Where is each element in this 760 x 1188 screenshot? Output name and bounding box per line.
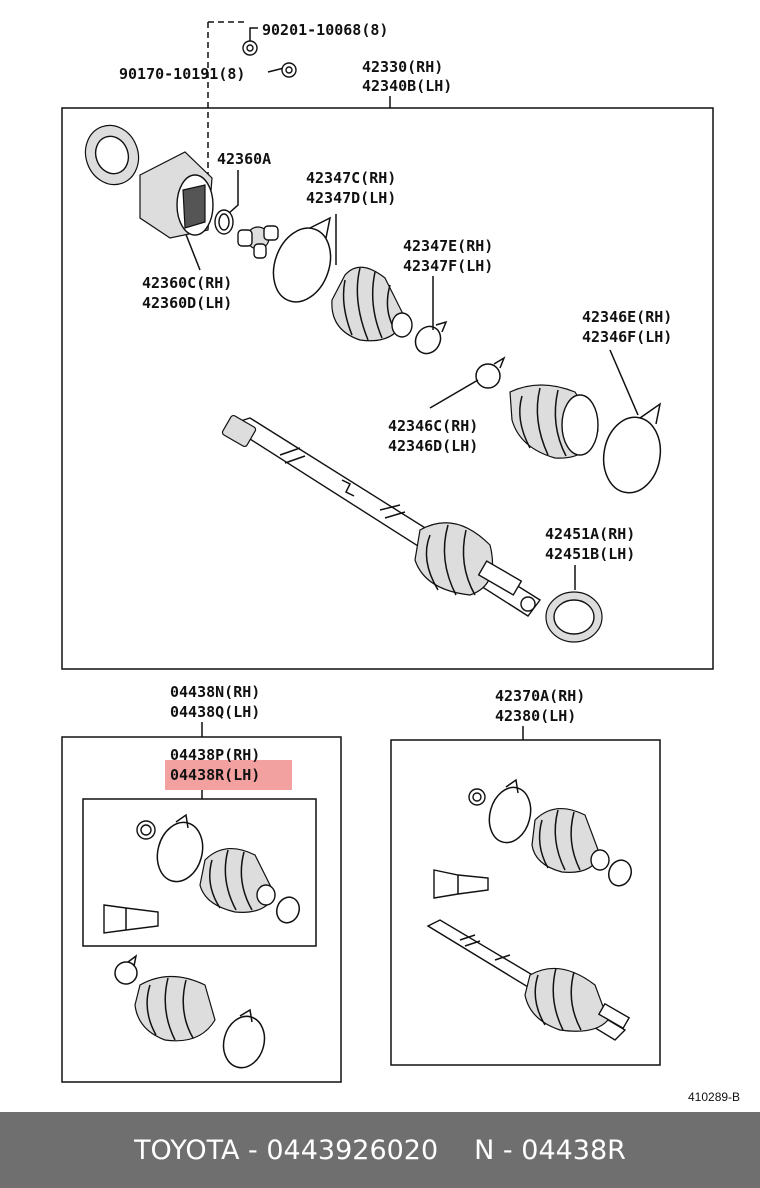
kit-grease-tube-icon bbox=[103, 904, 159, 934]
label-bolt: 90201-10068(8) bbox=[262, 21, 388, 39]
kit-snap-ring-icon bbox=[136, 820, 156, 840]
main-assembly-frame bbox=[61, 107, 714, 670]
dust-cover-icon bbox=[84, 124, 140, 186]
label-main-lh: 42340B(LH) bbox=[362, 77, 452, 95]
label-04438P: 04438P(RH) bbox=[170, 746, 260, 764]
label-nut: 90170-10191(8) bbox=[119, 65, 245, 83]
footer-catalog-number: N - 04438R bbox=[474, 1134, 626, 1166]
kit-outboard-boot-icon bbox=[134, 976, 216, 1042]
kit-small-clamp-icon bbox=[114, 954, 138, 985]
leader-42360C bbox=[184, 231, 201, 271]
label-42360D: 42360D(LH) bbox=[142, 294, 232, 312]
shaft-assembly-frame bbox=[390, 739, 661, 1066]
assy-boot-icon bbox=[531, 808, 610, 873]
label-42346D: 42346D(LH) bbox=[388, 437, 478, 455]
bolt-icon bbox=[242, 40, 258, 56]
nut-icon bbox=[281, 62, 297, 78]
boot-clamp-large-icon bbox=[272, 216, 332, 303]
kit-outboard-clamp-icon bbox=[222, 1008, 266, 1069]
label-42370A: 42370A(RH) bbox=[495, 687, 585, 705]
boot-clamp-small-icon bbox=[414, 320, 448, 355]
label-42347D: 42347D(LH) bbox=[306, 189, 396, 207]
joint-housing-icon bbox=[139, 151, 214, 239]
figure-reference: 410289-B bbox=[688, 1090, 740, 1104]
label-42360C: 42360C(RH) bbox=[142, 274, 232, 292]
kit-clamp-small-icon bbox=[275, 896, 301, 924]
label-42346E: 42346E(RH) bbox=[582, 308, 672, 326]
leader-42346E bbox=[609, 349, 639, 416]
label-42451B: 42451B(LH) bbox=[545, 545, 635, 563]
leader-nut bbox=[267, 67, 285, 73]
leader-bolt bbox=[249, 27, 258, 45]
assy-drive-shaft-icon bbox=[426, 919, 631, 1041]
outboard-clamp-large-icon bbox=[602, 402, 662, 494]
label-42346C: 42346C(RH) bbox=[388, 417, 478, 435]
assy-grease-tube-icon bbox=[433, 869, 489, 899]
leader-42346C bbox=[429, 379, 479, 409]
assy-clamp-large-icon bbox=[488, 778, 532, 844]
tripod-joint-icon bbox=[237, 225, 279, 259]
label-42347E: 42347E(RH) bbox=[403, 237, 493, 255]
kit-clamp-large-icon bbox=[156, 813, 204, 883]
dust-seal-icon bbox=[545, 591, 603, 643]
parts-diagram: 90201-10068(8) 90170-10191(8) 42330(RH) … bbox=[61, 21, 740, 1104]
label-04438Q: 04438Q(LH) bbox=[170, 703, 260, 721]
snap-ring-icon bbox=[214, 209, 234, 235]
label-42360A: 42360A bbox=[217, 150, 271, 168]
label-42347C: 42347C(RH) bbox=[306, 169, 396, 187]
leader-42360A bbox=[227, 170, 239, 215]
label-42380: 42380(LH) bbox=[495, 707, 576, 725]
assy-snap-ring-icon bbox=[468, 788, 486, 806]
assy-clamp-small-icon bbox=[607, 859, 633, 887]
outboard-clamp-small-icon bbox=[475, 356, 506, 389]
inboard-boot-icon bbox=[331, 266, 413, 342]
boot-kit-inner-frame bbox=[82, 798, 317, 947]
selected-part-highlight bbox=[165, 760, 292, 790]
footer-bar: TOYOTA - 0443926020 N - 04438R bbox=[0, 1112, 760, 1188]
label-04438N: 04438N(RH) bbox=[170, 683, 260, 701]
kit-boot-icon bbox=[199, 848, 276, 913]
label-04438R[interactable]: 04438R(LH) bbox=[170, 766, 260, 784]
label-main-rh: 42330(RH) bbox=[362, 58, 443, 76]
drive-shaft-icon bbox=[221, 414, 542, 617]
outboard-boot-icon bbox=[509, 384, 599, 459]
label-42347F: 42347F(LH) bbox=[403, 257, 493, 275]
label-42451A: 42451A(RH) bbox=[545, 525, 635, 543]
footer-part-number: TOYOTA - 0443926020 bbox=[134, 1134, 439, 1166]
label-42346F: 42346F(LH) bbox=[582, 328, 672, 346]
